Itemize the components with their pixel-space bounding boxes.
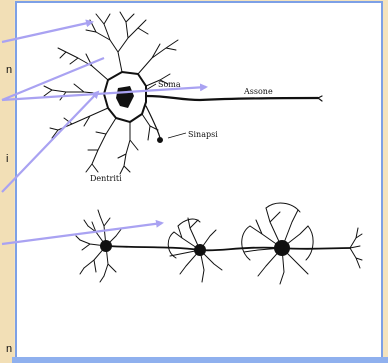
synapse-knob xyxy=(158,138,163,143)
label-axon: Assone xyxy=(243,87,273,96)
label-soma: Soma xyxy=(158,80,181,89)
synapse-branch xyxy=(146,106,160,138)
pointer-arrow-3 xyxy=(2,92,98,192)
pointer-arrow-1 xyxy=(2,22,92,42)
label-synapse: Sinapsi xyxy=(188,130,218,139)
axon xyxy=(146,96,318,100)
pointer-arrows xyxy=(2,22,206,244)
label-dendrites: Dentriti xyxy=(90,174,122,183)
chain-axon xyxy=(108,246,350,250)
chain-cell-2 xyxy=(168,218,222,282)
chain-terminal xyxy=(350,228,362,268)
neuron-chain xyxy=(76,203,362,284)
neuron-drawing xyxy=(44,12,322,174)
chain-cell-3 xyxy=(242,203,313,284)
